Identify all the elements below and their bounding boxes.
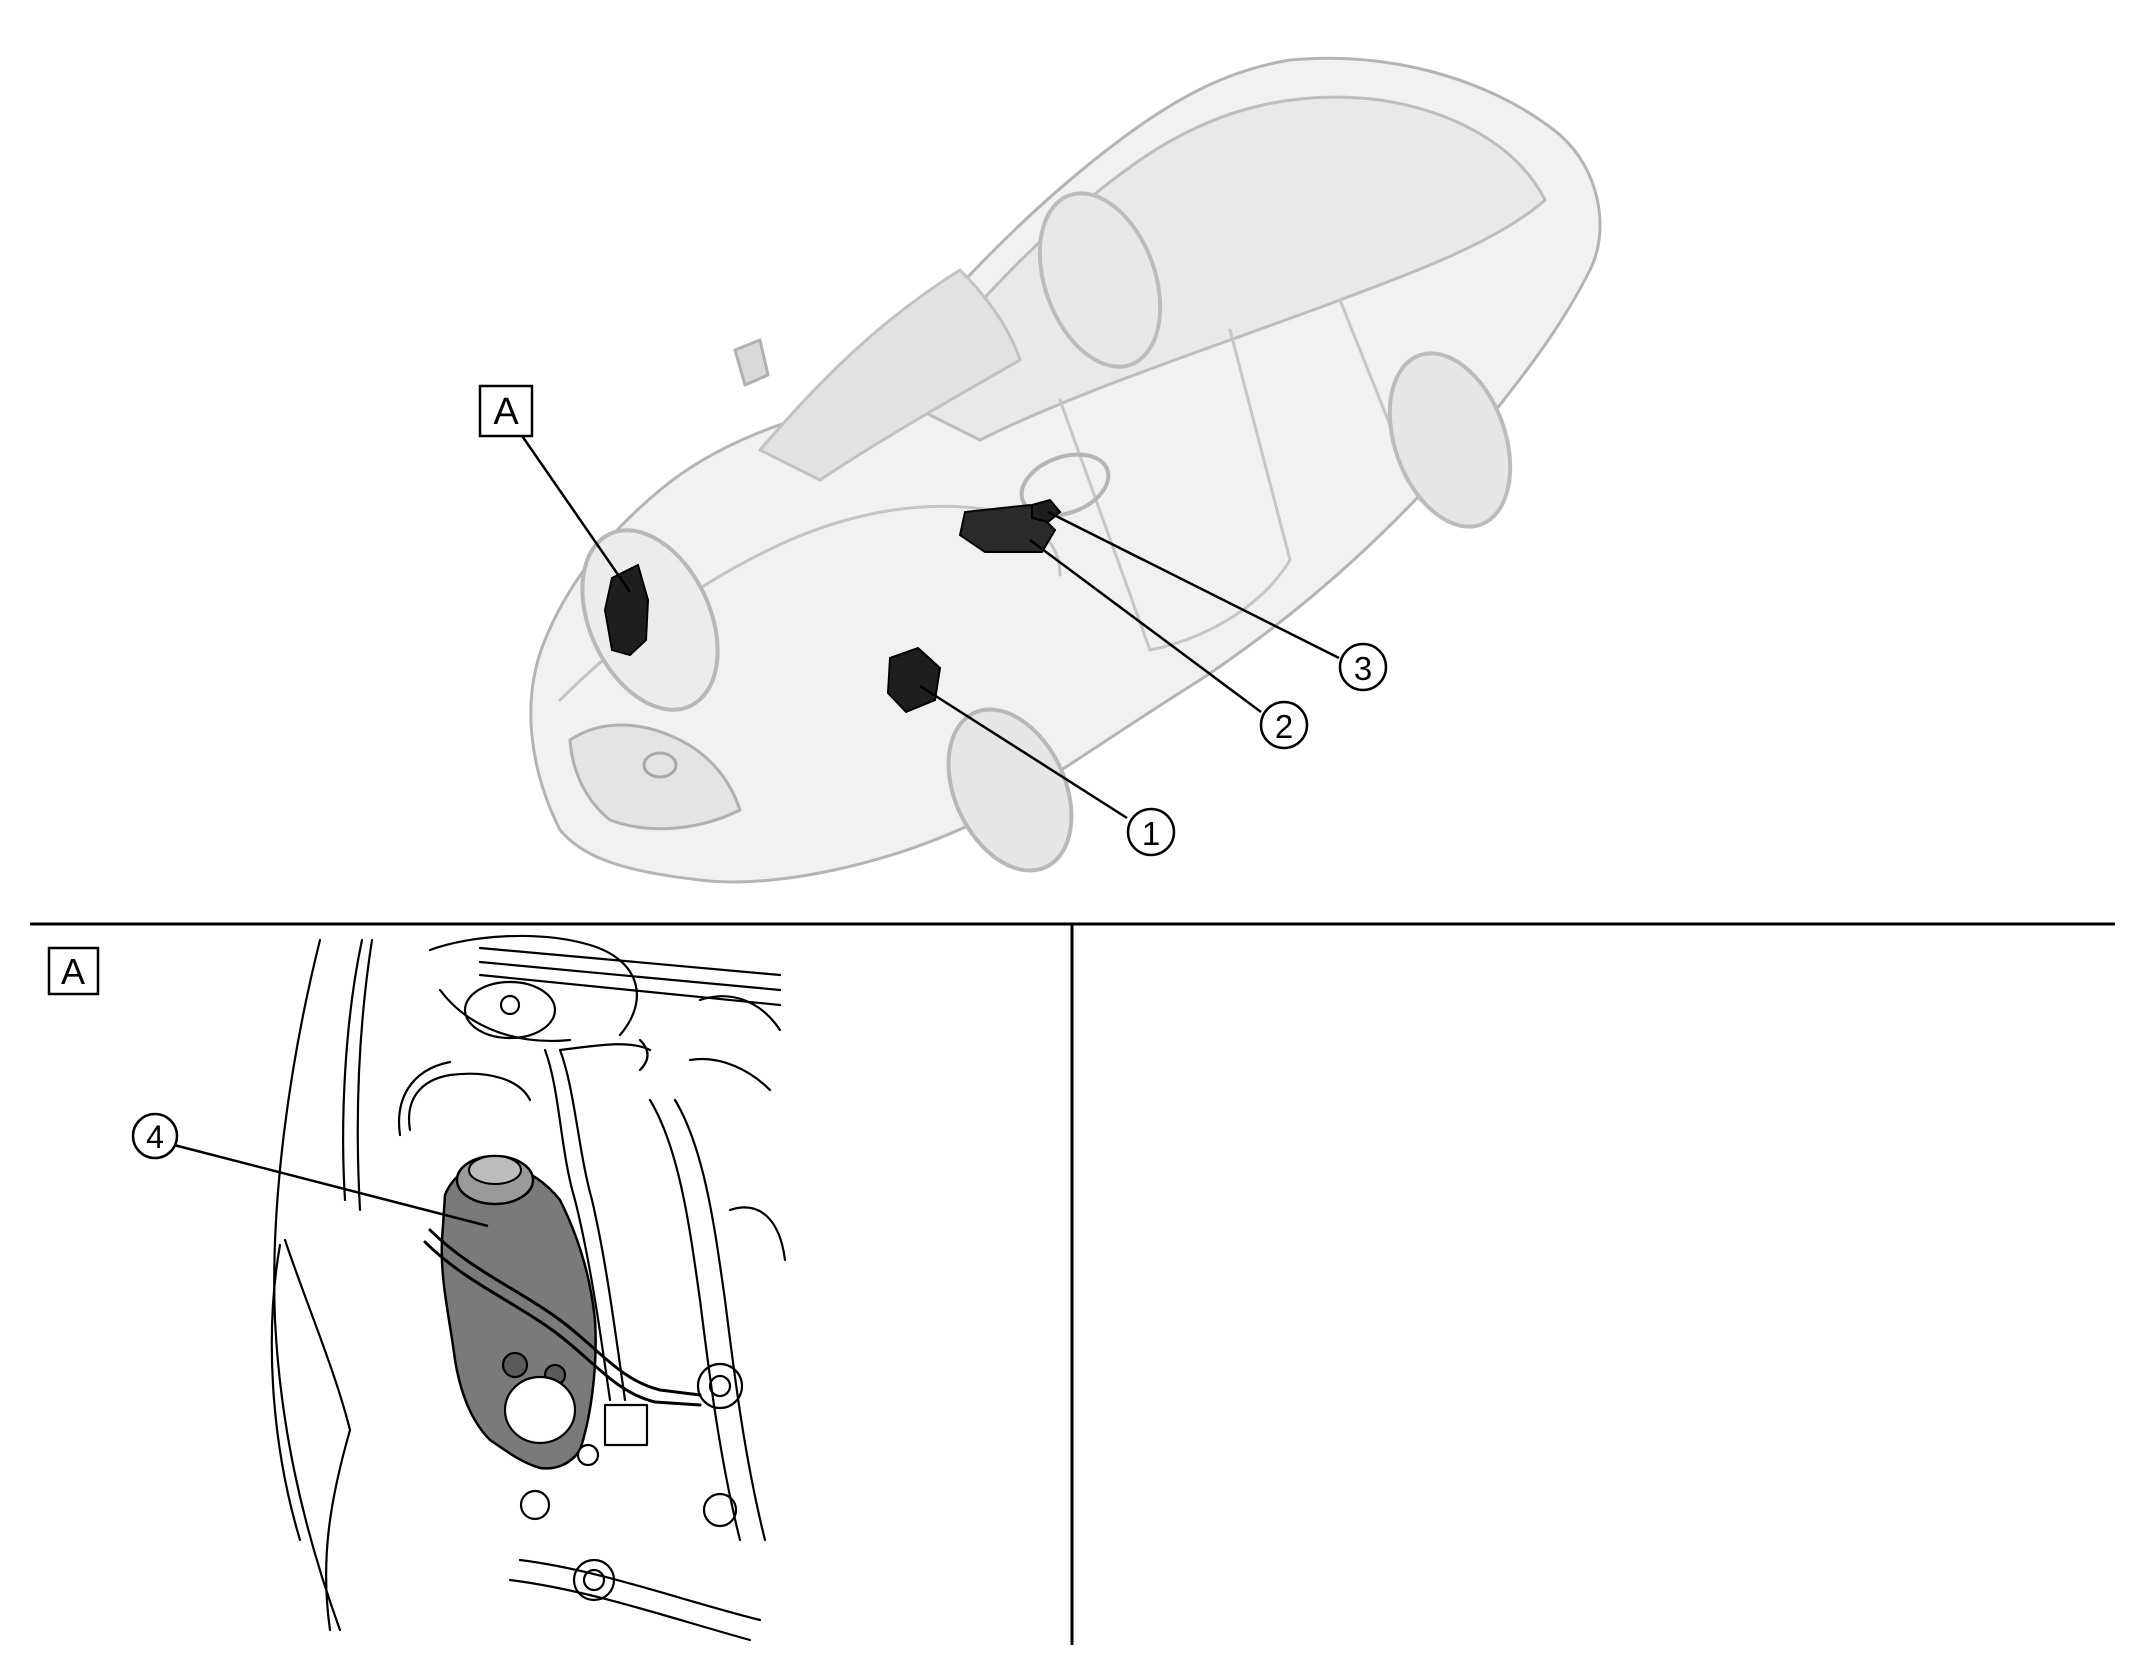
callout-3-label: 3 bbox=[1354, 650, 1372, 687]
leader-line-1 bbox=[919, 684, 1128, 820]
leader-lines-upper bbox=[516, 429, 1340, 820]
reservoir-hose-inner bbox=[423, 1240, 702, 1407]
fitting-1 bbox=[696, 1362, 744, 1410]
fitting-3 bbox=[572, 1558, 616, 1602]
callout-2-label: 2 bbox=[1275, 708, 1293, 745]
leader-line-2 bbox=[1029, 538, 1262, 714]
reservoir-mount-bolt bbox=[576, 1443, 600, 1467]
vehicle-windshield bbox=[758, 268, 1022, 482]
callout-2: 2 bbox=[1259, 700, 1309, 750]
strut-tower bbox=[428, 934, 638, 1042]
callout-4: 4 bbox=[131, 1112, 179, 1160]
leader-line-a bbox=[516, 429, 632, 593]
engine-bay-detail bbox=[270, 934, 787, 1642]
steering-wheel bbox=[1019, 452, 1111, 518]
detail-tag-a-main-label: A bbox=[493, 391, 519, 433]
radiator-hose bbox=[648, 1098, 742, 1542]
detail-tag-a-panel: A bbox=[47, 946, 100, 996]
chassis-rail bbox=[508, 1558, 762, 1642]
round-canister bbox=[503, 1375, 577, 1445]
engine-block-edge bbox=[688, 995, 787, 1262]
reservoir-cap-top bbox=[468, 1155, 522, 1185]
brake-line-1 bbox=[543, 1048, 612, 1402]
detail-tag-a-main: A bbox=[478, 384, 534, 438]
relay-box bbox=[603, 1403, 649, 1447]
callout-4-label: 4 bbox=[146, 1119, 164, 1155]
component-1-unit bbox=[886, 646, 942, 714]
reservoir-hose bbox=[428, 1228, 702, 1397]
cowl-edge bbox=[478, 946, 782, 1007]
component-front-left-engine-bay bbox=[603, 563, 650, 657]
vehicle-side-mirror bbox=[733, 338, 770, 387]
headlamp-outline bbox=[270, 1238, 352, 1632]
callout-1: 1 bbox=[1126, 807, 1176, 857]
callout-1-label: 1 bbox=[1142, 815, 1160, 852]
fitting-4 bbox=[519, 1489, 551, 1521]
hose-upper bbox=[558, 1038, 652, 1072]
fender-inner-line bbox=[342, 938, 374, 1212]
detail-tag-a-panel-label: A bbox=[61, 951, 85, 992]
fitting-3-inner bbox=[582, 1568, 606, 1592]
leader-line-3 bbox=[1047, 510, 1340, 660]
fitting-1-inner bbox=[708, 1374, 732, 1398]
coolant-pipe bbox=[398, 1060, 532, 1137]
vehicle-ghost-view bbox=[529, 56, 1602, 884]
leader-line-4 bbox=[173, 1143, 489, 1228]
brake-line-2 bbox=[558, 1048, 627, 1402]
component-3-switch bbox=[1031, 498, 1062, 524]
strut-bolt bbox=[499, 994, 521, 1016]
fitting-2 bbox=[702, 1492, 738, 1528]
vehicle-emblem bbox=[642, 751, 678, 779]
reservoir-mount-hole-1 bbox=[501, 1351, 529, 1379]
wheel-rear-left bbox=[1037, 191, 1163, 369]
strut-top-mount bbox=[463, 980, 557, 1040]
callout-3: 3 bbox=[1338, 642, 1388, 692]
wheel-front-right bbox=[946, 707, 1074, 873]
wheel-rear-right bbox=[1387, 351, 1513, 529]
fender-outline bbox=[273, 938, 342, 1632]
radiator-hose-2 bbox=[673, 1098, 767, 1542]
vehicle-door-lines bbox=[1058, 298, 1422, 652]
